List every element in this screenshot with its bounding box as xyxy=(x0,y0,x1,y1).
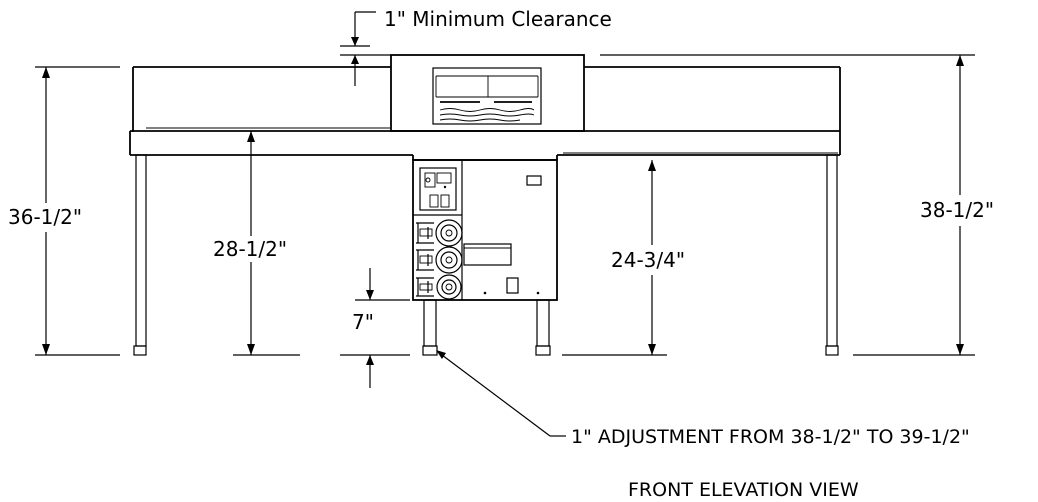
overall-height-left-label: 36-1/2" xyxy=(8,205,82,229)
leg-height-label: 7" xyxy=(352,310,374,334)
unit-height-label: 24-3/4" xyxy=(611,248,685,272)
overall-height-right-dimension xyxy=(853,55,975,356)
control-panel-box xyxy=(390,54,585,132)
overall-height-left-dimension xyxy=(35,66,120,356)
clearance-label: 1" Minimum Clearance xyxy=(384,7,612,31)
pump-1 xyxy=(416,219,463,247)
unit-height-dimension xyxy=(562,160,667,356)
table-top xyxy=(129,66,841,161)
adjustment-leader xyxy=(436,350,566,437)
under-table-height-label: 28-1/2" xyxy=(213,237,287,261)
under-table-height-dimension xyxy=(233,131,300,356)
adjustment-note: 1" ADJUSTMENT FROM 38-1/2" TO 39-1/2" xyxy=(571,426,970,448)
dispenser-unit xyxy=(412,159,558,301)
leg-height-dimension xyxy=(340,268,410,388)
view-title: FRONT ELEVATION VIEW xyxy=(628,479,859,501)
pump-3 xyxy=(416,274,462,300)
pump-2 xyxy=(416,246,463,274)
clearance-dimension xyxy=(340,11,975,86)
overall-height-right-label: 38-1/2" xyxy=(920,198,994,222)
